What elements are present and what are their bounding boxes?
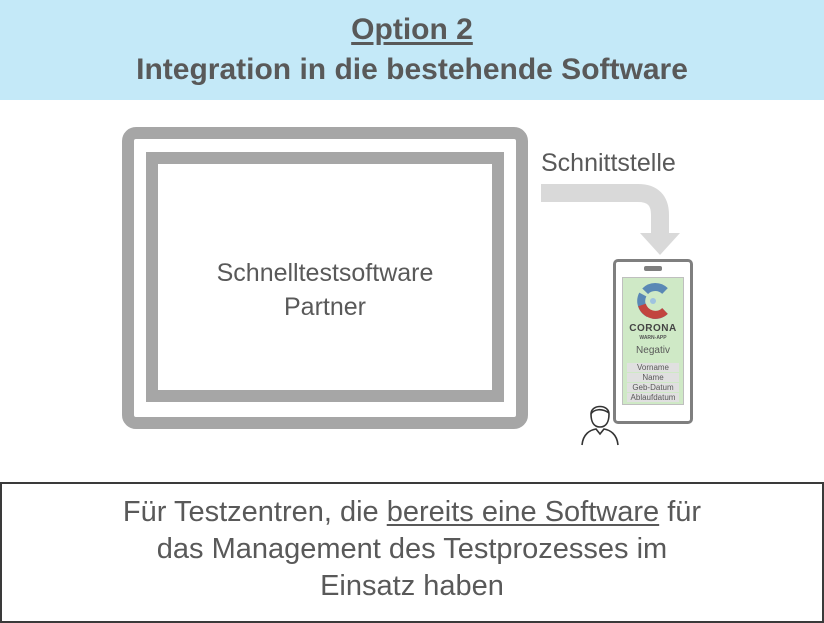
note-box <box>0 482 824 623</box>
note-text: Für Testzentren, die bereits eine Softwa… <box>0 494 824 605</box>
field-name: Name <box>627 373 679 382</box>
interface-label: Schnittstelle <box>541 149 676 177</box>
option-label: Option 2 <box>351 13 473 46</box>
tablet-label-line2: Partner <box>284 293 366 321</box>
note-line3: Einsatz haben <box>320 570 504 602</box>
field-expiry-date: Ablaufdatum <box>627 393 679 402</box>
app-subtitle: WARN-APP <box>639 335 667 341</box>
header-banner: Option 2 Integration in die bestehende S… <box>0 0 824 100</box>
tablet-frame <box>122 127 528 429</box>
person-icon <box>581 405 619 446</box>
note-line1: Für Testzentren, die bereits eine Softwa… <box>0 494 824 531</box>
app-name: CORONA <box>629 323 677 334</box>
tablet-label-line1: Schnelltestsoftware <box>216 259 434 287</box>
corona-warn-app-logo-icon <box>637 283 668 319</box>
field-first-name: Vorname <box>627 363 679 372</box>
phone-speaker <box>644 266 662 271</box>
page-title: Integration in die bestehende Software <box>136 53 688 86</box>
note-line1-start: Für Testzentren, die <box>122 496 379 528</box>
note-line2: das Management des Testprozesses im <box>156 533 668 565</box>
field-birth-date: Geb-Datum <box>627 383 679 392</box>
tablet-screen <box>146 152 504 402</box>
test-result: Negativ <box>636 345 670 356</box>
tablet-label: Schnelltestsoftware Partner <box>146 256 504 324</box>
note-line1-end: für <box>667 496 702 528</box>
interface-arrow-icon <box>541 184 680 255</box>
note-emphasis: bereits eine Software <box>386 496 660 528</box>
option-heading: Option 2 <box>0 13 824 47</box>
